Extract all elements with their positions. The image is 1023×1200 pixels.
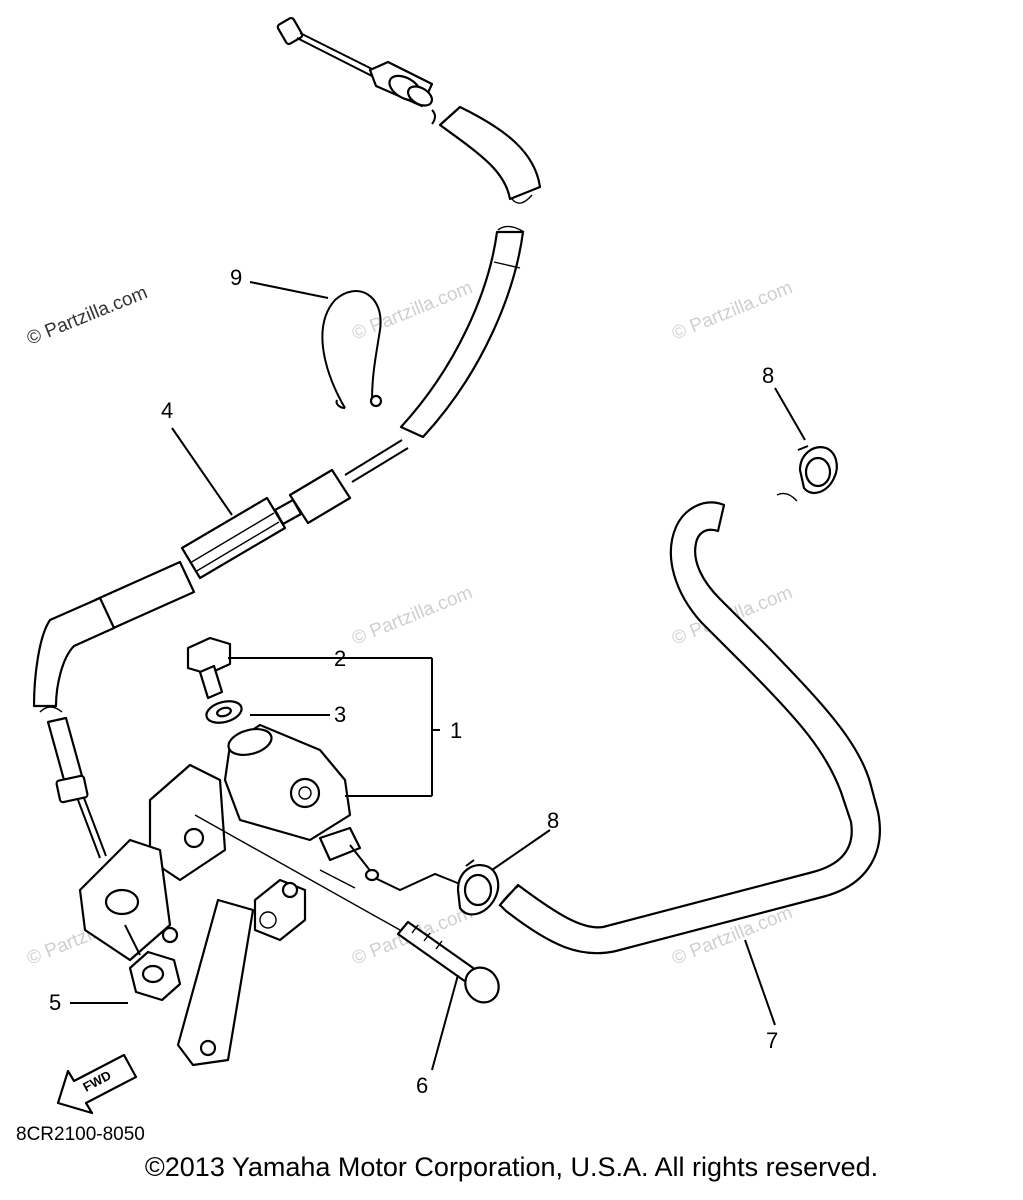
callout-3: 3 bbox=[334, 702, 346, 727]
callout-8-upper: 8 bbox=[762, 363, 774, 388]
callout-7: 7 bbox=[766, 1028, 778, 1053]
callouts: 9 4 2 3 1 8 8 5 6 7 bbox=[49, 265, 778, 1098]
callout-6: 6 bbox=[416, 1073, 428, 1098]
callout-8-lower: 8 bbox=[547, 808, 559, 833]
watermark: © Partzilla.com bbox=[349, 277, 476, 344]
callout-4: 4 bbox=[161, 398, 173, 423]
band-clip bbox=[321, 290, 383, 409]
leader-lines bbox=[70, 281, 806, 1071]
part-code: 8CR2100-8050 bbox=[16, 1124, 145, 1145]
callout-9: 9 bbox=[230, 265, 242, 290]
callout-1: 1 bbox=[450, 718, 462, 743]
watermark: © Partzilla.com bbox=[669, 277, 796, 344]
hose-clip-upper bbox=[797, 445, 838, 495]
callout-5: 5 bbox=[49, 990, 61, 1015]
oil-hose bbox=[374, 492, 881, 955]
fwd-arrow-icon: FWD bbox=[56, 1053, 138, 1115]
nut bbox=[124, 924, 182, 1002]
hose-clip-lower bbox=[456, 859, 500, 916]
copyright-notice: ©2013 Yamaha Motor Corporation, U.S.A. A… bbox=[144, 1152, 879, 1182]
watermark: © Partzilla.com bbox=[349, 582, 476, 649]
throttle-cable bbox=[32, 16, 542, 859]
watermark-main: © Partzilla.com bbox=[24, 282, 151, 349]
callout-2: 2 bbox=[334, 646, 346, 671]
bolt bbox=[396, 920, 500, 1004]
oil-pump bbox=[78, 636, 440, 1067]
